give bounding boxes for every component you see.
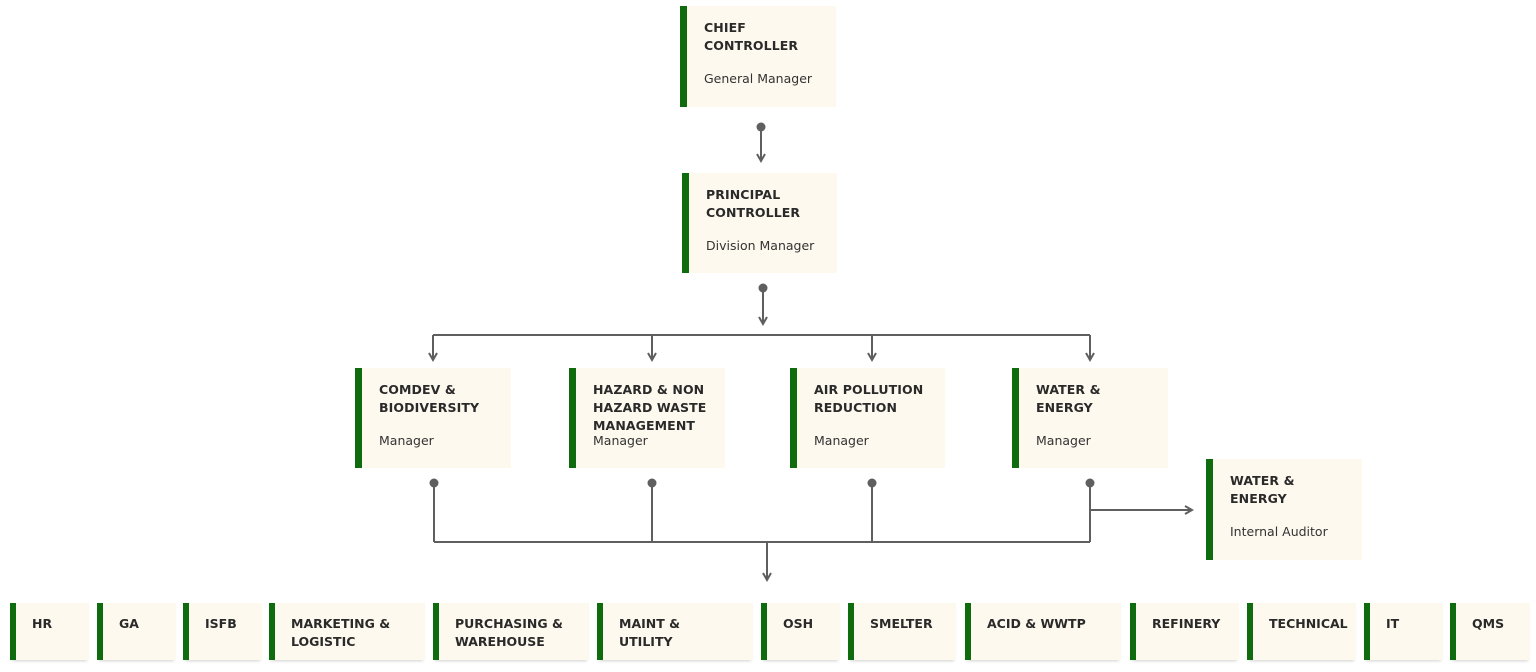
dept-smelter: SMELTER [848, 603, 956, 660]
node-title: AIR POLLUTION REDUCTION [814, 382, 924, 415]
dept-isfb: ISFB [183, 603, 262, 660]
comdev-biodiversity-box: COMDEV & BIODIVERSITY Manager [355, 368, 511, 468]
dept-technical: TECHNICAL [1247, 603, 1356, 660]
node-role: Manager [593, 433, 648, 448]
dept-refinery: REFINERY [1130, 603, 1239, 660]
dept-it: IT [1364, 603, 1443, 660]
air-pollution-reduction-box: AIR POLLUTION REDUCTION Manager [790, 368, 945, 468]
dept-osh: OSH [761, 603, 840, 660]
chief-controller-box: CHIEF CONTROLLER General Manager [680, 6, 836, 107]
node-title: WATER & ENERGY [1036, 382, 1101, 415]
dept-label: GA [119, 616, 139, 631]
dept-ga: GA [97, 603, 176, 660]
node-title: HAZARD & NON HAZARD WASTE MANAGEMENT [593, 382, 707, 433]
dept-label: PURCHASING & WAREHOUSE [455, 616, 563, 649]
dept-label: TECHNICAL [1269, 616, 1348, 631]
dept-label: ACID & WWTP [987, 616, 1086, 631]
water-energy-manager-box: WATER & ENERGY Manager [1012, 368, 1168, 468]
dept-label: ISFB [205, 616, 237, 631]
water-energy-auditor-box: WATER & ENERGY Internal Auditor [1206, 459, 1362, 560]
dept-label: REFINERY [1152, 616, 1221, 631]
dept-label: HR [32, 616, 53, 631]
dept-hr: HR [10, 603, 89, 660]
dept-label: MARKETING & LOGISTIC [291, 616, 391, 649]
dept-purchasing-warehouse: PURCHASING & WAREHOUSE [433, 603, 589, 660]
node-title: WATER & ENERGY [1230, 473, 1295, 506]
dept-label: QMS [1472, 616, 1505, 631]
node-role: Manager [1036, 433, 1091, 448]
node-title: COMDEV & BIODIVERSITY [379, 382, 480, 415]
dept-marketing-logistic: MARKETING & LOGISTIC [269, 603, 425, 660]
node-role: Manager [379, 433, 434, 448]
dept-label: SMELTER [870, 616, 933, 631]
node-role: General Manager [704, 71, 813, 86]
node-title: CHIEF CONTROLLER [704, 20, 799, 53]
dept-label: OSH [783, 616, 814, 631]
node-role: Manager [814, 433, 869, 448]
dept-label: IT [1386, 616, 1400, 631]
principal-controller-box: PRINCIPAL CONTROLLER Division Manager [682, 173, 837, 273]
dept-maint-utility: MAINT & UTILITY [597, 603, 753, 660]
dept-label: MAINT & UTILITY [619, 616, 681, 649]
dept-qms: QMS [1450, 603, 1530, 660]
node-role: Division Manager [706, 238, 815, 253]
dept-acid-wwtp: ACID & WWTP [965, 603, 1121, 660]
node-title: PRINCIPAL CONTROLLER [706, 187, 801, 220]
node-role: Internal Auditor [1230, 524, 1328, 539]
hazard-waste-management-box: HAZARD & NON HAZARD WASTE MANAGEMENT Man… [569, 368, 725, 468]
